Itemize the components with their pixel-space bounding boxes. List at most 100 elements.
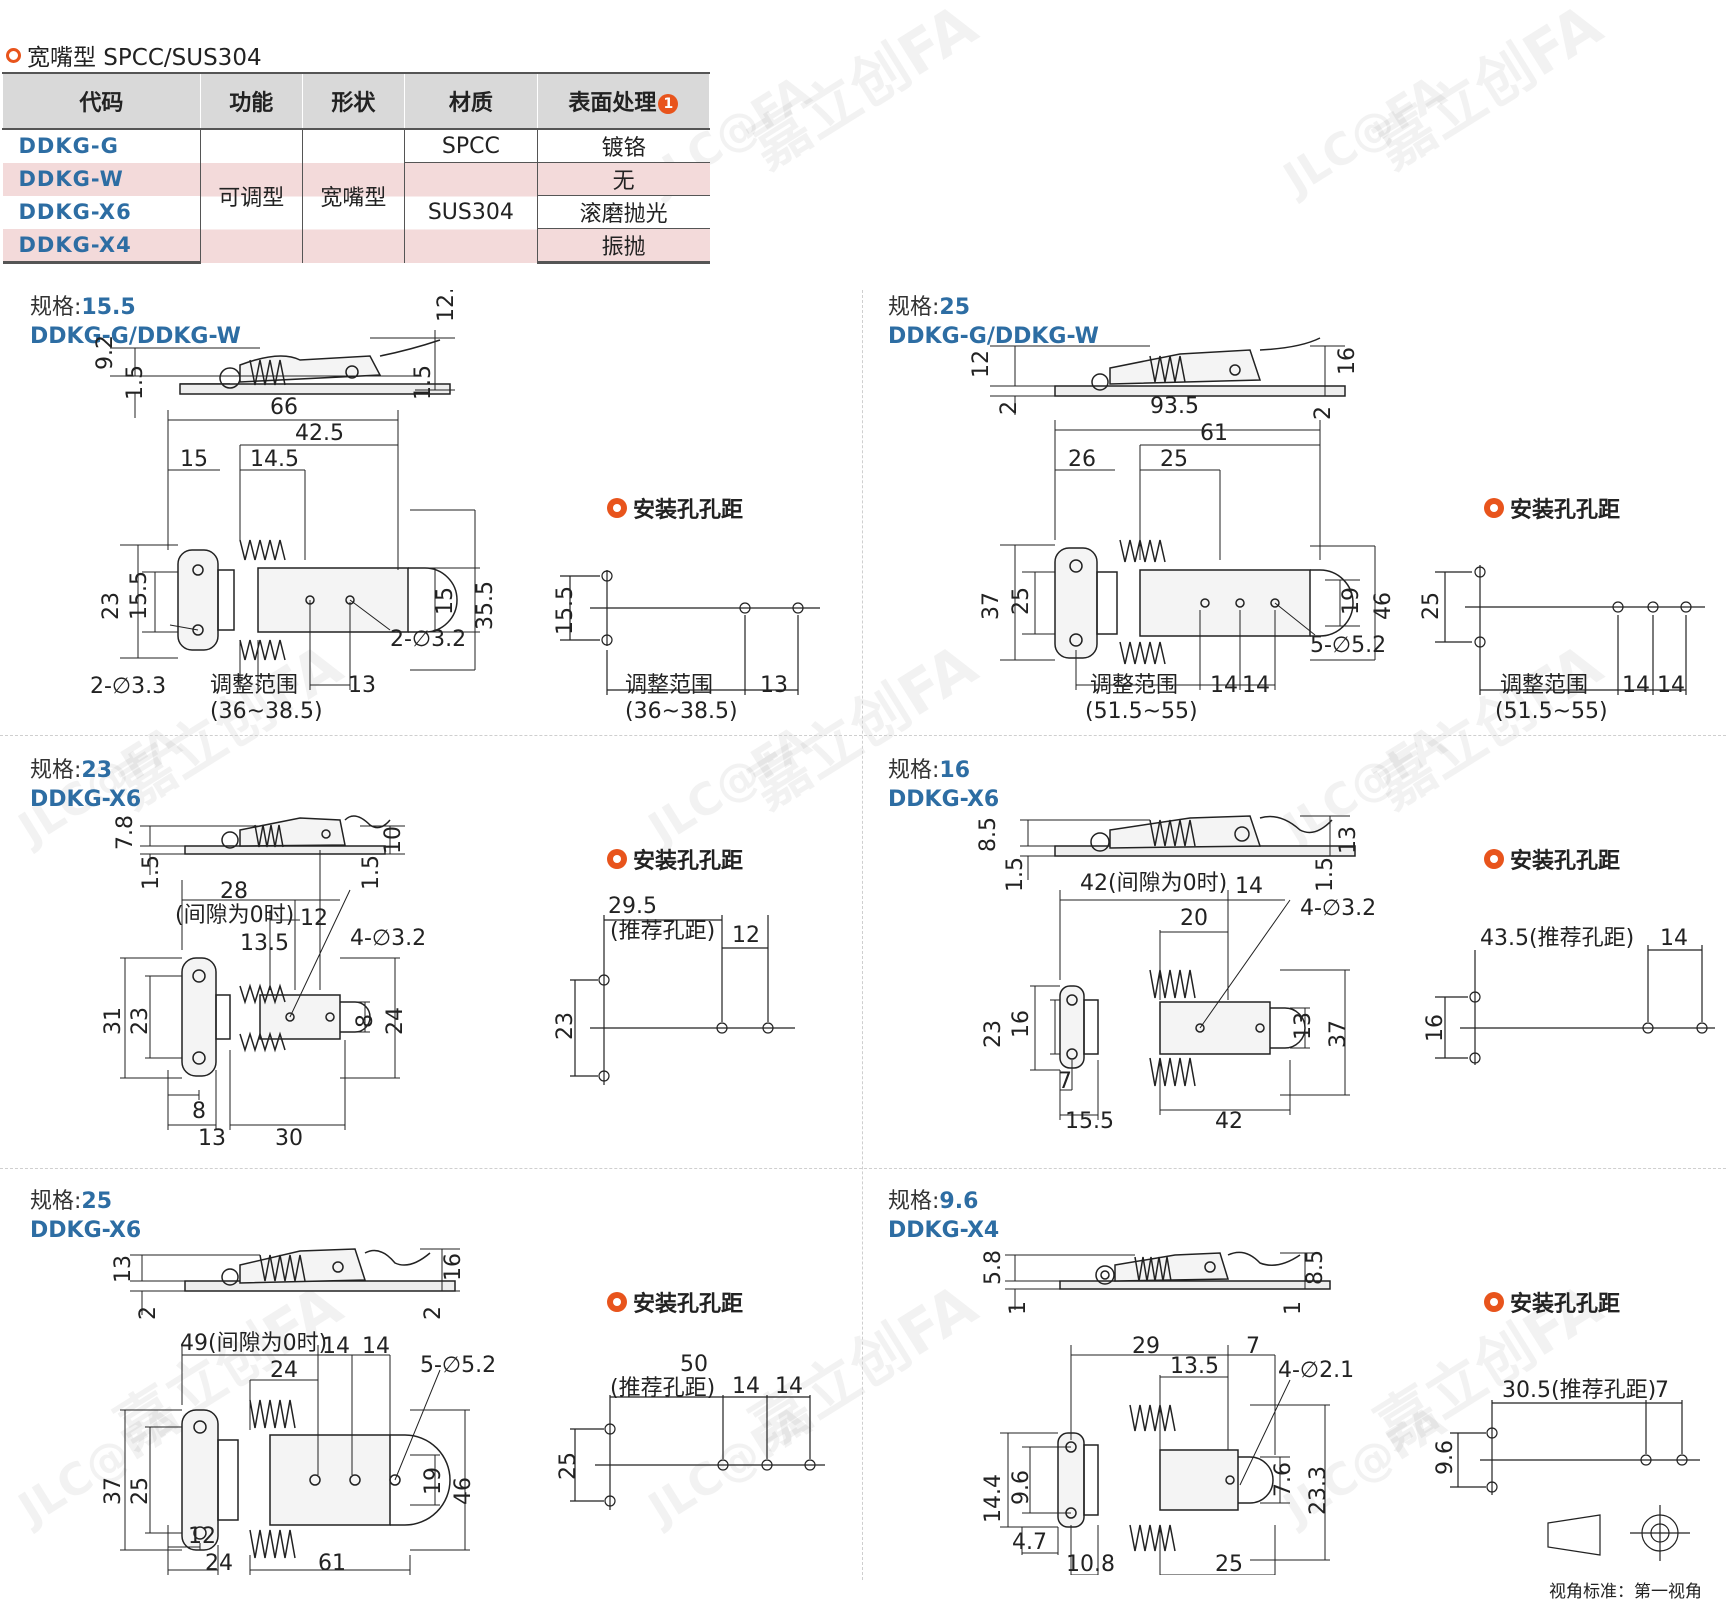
horizontal-divider — [0, 735, 1726, 736]
dim-label: 14 — [1235, 874, 1263, 899]
dim-label: 16 — [441, 1253, 466, 1281]
dim-label: 37 — [101, 1477, 126, 1505]
dim-label: 13.5 — [1170, 1354, 1219, 1379]
dim-label: 37 — [1326, 1020, 1351, 1048]
dim-label: 1.5 — [359, 855, 384, 890]
dim-label: 2 — [1311, 406, 1336, 420]
panel-header: 规格:16 DDKG-X6 — [888, 758, 1000, 812]
watermark: 嘉立创FA — [738, 0, 989, 182]
dim-label: 19 — [1339, 587, 1364, 615]
dim-label: 4-∅3.2 — [350, 926, 426, 951]
dim-label: 16 — [1335, 347, 1360, 375]
dim-label: 1.5 — [1003, 857, 1028, 892]
table-row: DDKG-W SUS304 无 — [2, 162, 710, 263]
dim-label: 30.5(推荐孔距) — [1502, 1378, 1656, 1403]
dim-label: 8 — [192, 1099, 206, 1124]
table-row: DDKG-X4 振抛 — [2, 228, 710, 264]
dim-label: 26 — [1068, 447, 1096, 472]
target-icon — [1484, 1292, 1504, 1312]
dim-label: 12 — [969, 350, 994, 378]
panel-header: 规格:23 DDKG-X6 — [30, 758, 142, 812]
finish-cell: 镀铬 — [536, 129, 710, 163]
dim-label: 29.5 — [608, 894, 657, 919]
dim-label: 7.8 — [113, 815, 138, 850]
dim-label: 7 — [1655, 1378, 1669, 1403]
header-function: 功能 — [199, 72, 303, 130]
finish-cell: 滚磨抛光 — [536, 195, 710, 229]
dim-label: (推荐孔距) — [610, 919, 715, 944]
dim-label: 24 — [270, 1358, 298, 1383]
panel-header: 规格:25 DDKG-G/DDKG-W — [888, 295, 1099, 349]
dim-label: 1.5 — [1313, 857, 1338, 892]
target-icon — [607, 498, 627, 518]
target-icon — [1484, 849, 1504, 869]
dim-label: 25 — [1215, 1552, 1243, 1575]
dim-label: 16 — [1009, 1010, 1034, 1038]
dim-label: 13 — [111, 1255, 136, 1283]
dim-label: 2-∅3.2 — [390, 627, 466, 652]
dim-label: 24 — [205, 1551, 233, 1576]
table-row: DDKG-G 可调型 宽嘴型 SPCC 镀铬 — [3, 129, 710, 263]
panel-header: 规格:15.5 DDKG-G/DDKG-W — [30, 295, 241, 349]
dim-label: 14 — [322, 1334, 350, 1359]
dim-label: 16 — [1423, 1014, 1448, 1042]
dim-label: (36~38.5) — [210, 699, 323, 724]
hole-spacing-heading: 安装孔孔距 — [1484, 1286, 1620, 1318]
dim-label: (推荐孔距) — [610, 1376, 715, 1401]
dim-label: 9.6 — [1009, 1470, 1034, 1505]
dim-label: 15.5 — [553, 586, 578, 635]
code-cell: DDKG-X6 — [18, 200, 132, 224]
drawing-panel-0: 9.2 1.5 12.3 1.5 66 42.5 15 14.5 23 15.5… — [90, 290, 820, 724]
section-title: 宽嘴型 SPCC/SUS304 — [6, 38, 262, 72]
dim-label: 42 — [1215, 1109, 1243, 1134]
dim-label: 1.5 — [123, 365, 148, 400]
finish-cell: 振抛 — [536, 228, 710, 264]
dim-label: 8 — [353, 1014, 378, 1028]
dim-label: 14 — [1622, 673, 1650, 698]
dim-label: 30 — [275, 1126, 303, 1151]
target-icon — [607, 849, 627, 869]
dim-label: 43.5(推荐孔距) — [1480, 926, 1634, 951]
dim-label: 19 — [421, 1467, 446, 1495]
dim-label: 25 — [1160, 447, 1188, 472]
dim-label: (51.5~55) — [1495, 699, 1608, 724]
code-cell: DDKG-W — [2, 162, 201, 196]
code-cell: DDKG-X4 — [2, 228, 201, 264]
dim-label: 15.5 — [1065, 1109, 1114, 1134]
dim-label: 23 — [99, 592, 124, 620]
note-badge: 1 — [658, 94, 679, 114]
section-title-text: 宽嘴型 SPCC/SUS304 — [27, 45, 262, 71]
dim-label: 25 — [1419, 592, 1444, 620]
target-icon — [607, 1292, 627, 1312]
dim-label: 调整范围 — [1500, 673, 1588, 698]
dim-label: 20 — [1180, 906, 1208, 931]
drawing-panel-5: 5.8 1 8.5 1 29 7 13.5 4-∅2.1 14.4 9.6 7.… — [981, 1250, 1700, 1575]
projection-note: 视角标准：第一视角 — [1549, 1582, 1702, 1602]
dim-label: 61 — [318, 1551, 346, 1576]
dim-label: 12 — [188, 1524, 216, 1549]
dim-label: 调整范围 — [210, 673, 298, 698]
drawing-panel-1: 12 2 16 2 93.5 61 26 25 37 25 19 46 5-∅5… — [969, 337, 1705, 724]
dim-label: 23 — [553, 1012, 578, 1040]
table-row: DDKG-X6 滚磨抛光 — [3, 195, 710, 229]
dim-label: 49(间隙为0时) — [180, 1331, 327, 1356]
vertical-divider — [862, 290, 863, 1580]
dim-label: 15 — [433, 587, 458, 615]
dim-label: 14 — [362, 1334, 390, 1359]
dim-label: 13 — [198, 1126, 226, 1151]
watermark-logo: JLC@FA — [1275, 66, 1455, 205]
dim-label: 23 — [128, 1007, 153, 1035]
dim-label: 12 — [732, 923, 760, 948]
function-cell: 可调型 — [199, 129, 303, 263]
dim-label: 31 — [101, 1007, 126, 1035]
dim-label: 1.5 — [411, 365, 436, 400]
dim-label: 61 — [1200, 421, 1228, 446]
dim-label: 35.5 — [473, 581, 498, 630]
dim-label: 50 — [680, 1352, 708, 1377]
dim-label: 13.5 — [240, 931, 289, 956]
finish-cell: 无 — [536, 162, 710, 196]
dim-label: 42.5 — [295, 421, 344, 446]
material-cell: SUS304 — [404, 162, 538, 263]
dim-label: 23 — [981, 1020, 1006, 1048]
